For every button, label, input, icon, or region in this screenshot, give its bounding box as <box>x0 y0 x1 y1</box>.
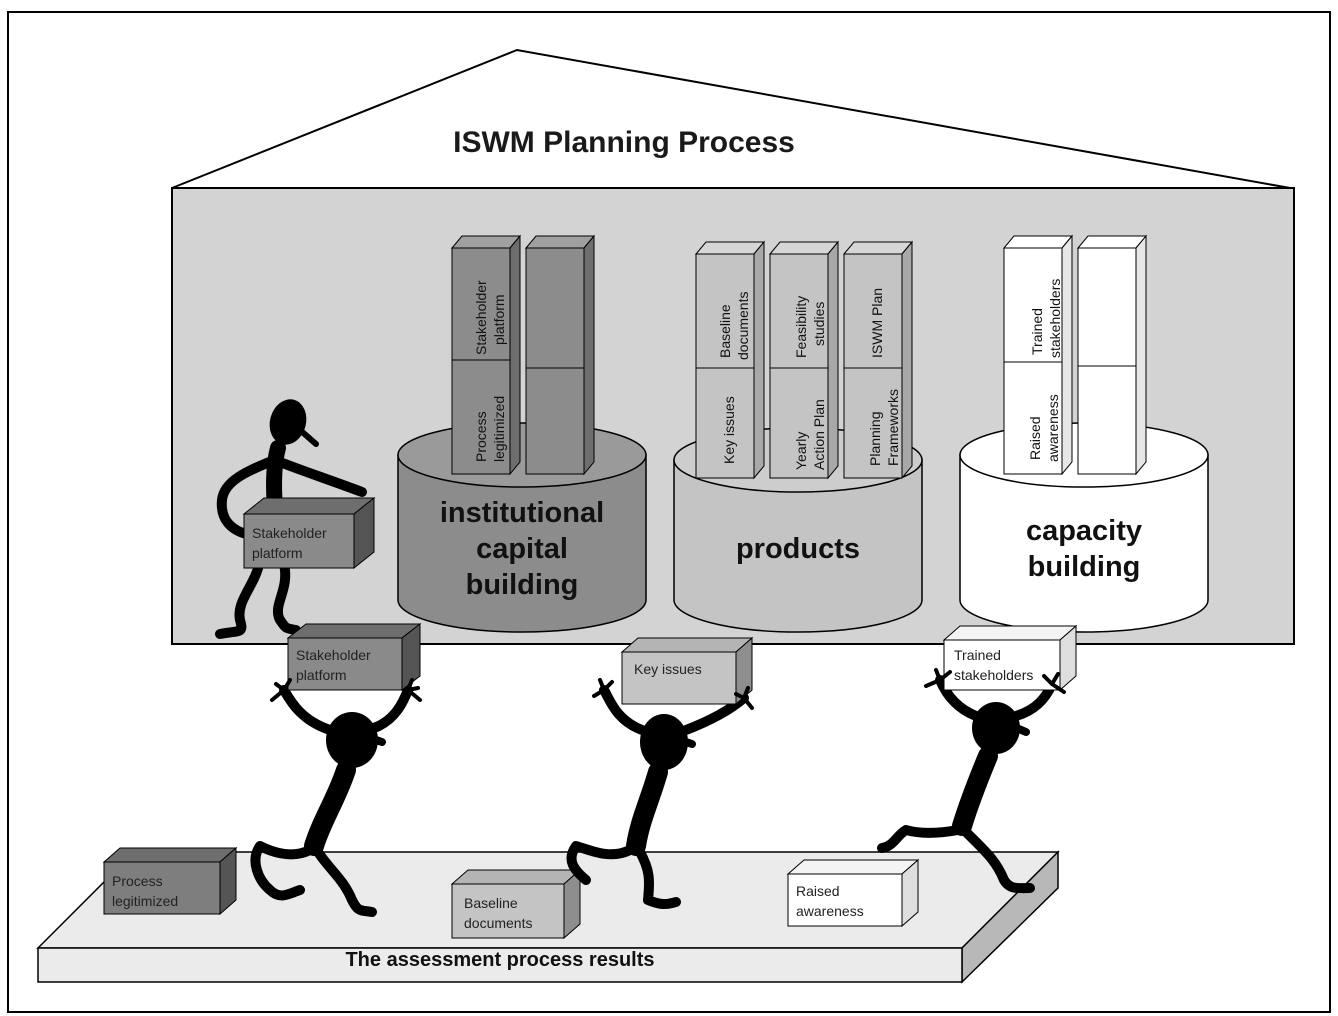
base-box-baseline-documents: Baseline documents <box>450 868 582 940</box>
stack-label: Frameworks <box>885 389 901 466</box>
lifter-box-2: Key issues <box>620 636 754 706</box>
products-stack-col3: ISWM Plan Planning Frameworks <box>842 240 914 480</box>
pillar-label: building <box>1028 551 1141 583</box>
lifter-box-1: Stakeholder platform <box>286 622 422 692</box>
box-label: platform <box>296 667 347 683</box>
stack-label: documents <box>735 292 751 360</box>
lifter-figure-3 <box>877 675 1057 894</box>
lifter-figure-1 <box>250 685 413 917</box>
box-label: Raised <box>796 883 840 899</box>
box-label: Stakeholder <box>252 525 327 541</box>
institutional-stack-col1: Stakeholder platform Process legitimized <box>450 234 522 476</box>
box-label: Trained <box>954 647 1001 663</box>
base-box-raised-awareness: Raised awareness <box>786 858 920 928</box>
lifter-figure-2 <box>566 685 749 910</box>
stack-label: Yearly <box>793 432 809 470</box>
stack-label: legitimized <box>491 396 507 462</box>
box-label: platform <box>252 545 303 561</box>
pillar-institutional: Stakeholder platform Process legitimized… <box>397 234 647 633</box>
stack-label: Planning <box>867 412 883 467</box>
stack-label: awareness <box>1045 394 1061 462</box>
products-stack-col1: Baseline documents Key issues <box>694 240 766 480</box>
stack-label: Feasibility <box>793 296 809 358</box>
box-label: Key issues <box>634 661 702 677</box>
box-label: Baseline <box>464 895 518 911</box>
stack-label: platform <box>491 294 507 345</box>
stack-label: Key issues <box>721 396 737 464</box>
stack-label: Baseline <box>717 304 733 358</box>
walker-box: Stakeholder platform <box>242 496 376 570</box>
stack-label: Action Plan <box>811 399 827 470</box>
box-label: Stakeholder <box>296 647 371 663</box>
pillar-label: products <box>736 533 860 565</box>
hands <box>270 668 1066 710</box>
stack-label: stakeholders <box>1047 279 1063 358</box>
pillar-label: building <box>466 569 579 601</box>
base-label: The assessment process results <box>345 949 654 971</box>
stack-label: studies <box>811 302 827 346</box>
products-stack-col2: Feasibility studies Yearly Action Plan <box>768 240 840 480</box>
pillar-label: institutional <box>440 497 604 529</box>
institutional-stack-col2 <box>524 234 596 476</box>
stack-label: ISWM Plan <box>869 288 885 358</box>
stack-label: Trained <box>1029 308 1045 355</box>
box-label: Process <box>112 873 163 889</box>
box-label: legitimized <box>112 893 178 909</box>
capacity-stack-col2 <box>1076 234 1148 476</box>
lifter-box-3: Trained stakeholders <box>942 624 1078 692</box>
stack-label: Raised <box>1027 416 1043 460</box>
base-box-process-legitimized: Process legitimized <box>102 846 238 916</box>
stack-label: Stakeholder <box>473 280 489 355</box>
stack-label: Process <box>473 411 489 462</box>
pillar-products: Baseline documents Key issues Feasibilit… <box>673 240 923 633</box>
box-label: awareness <box>796 903 864 919</box>
box-label: stakeholders <box>954 667 1033 683</box>
pillar-capacity: Trained stakeholders Raised awareness ca… <box>959 234 1209 633</box>
box-label: documents <box>464 915 532 931</box>
capacity-stack-col1: Trained stakeholders Raised awareness <box>1002 234 1074 476</box>
pillar-label: capital <box>476 533 568 565</box>
pillar-label: capacity <box>1026 515 1142 547</box>
diagram-title: ISWM Planning Process <box>453 126 795 159</box>
